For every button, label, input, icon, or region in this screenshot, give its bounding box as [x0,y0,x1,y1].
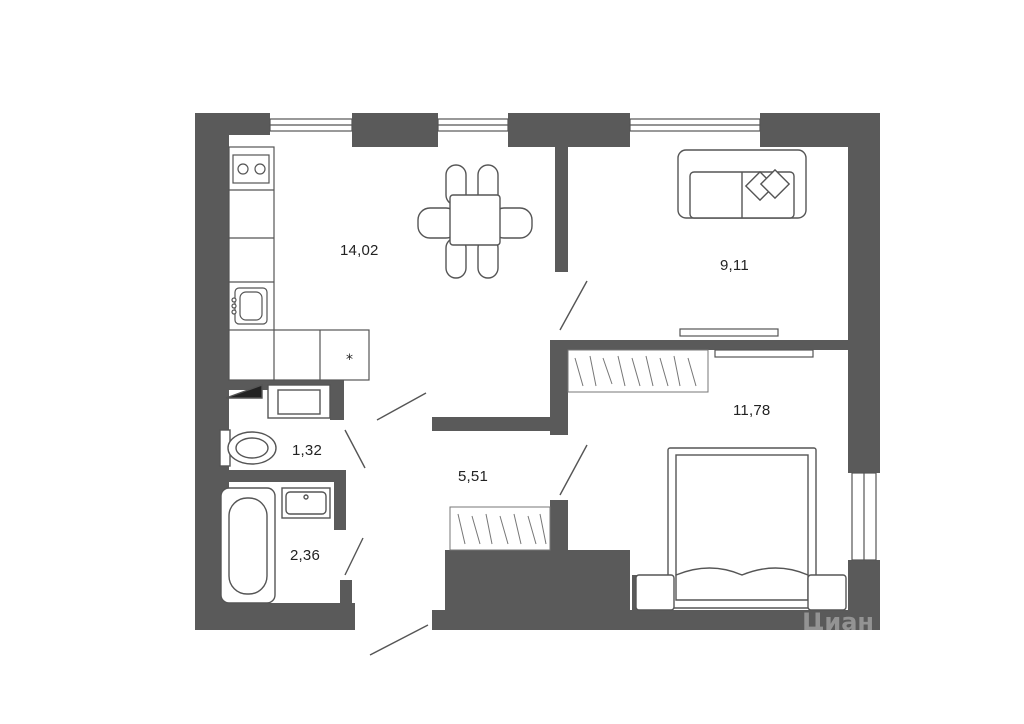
dining-table [417,164,533,279]
kitchen-counter [228,146,370,381]
room-area-kitchen: 14,02 [340,242,379,259]
wardrobes [449,349,709,551]
room-area-bedroom: 11,78 [733,402,771,419]
room-area-living: 9,11 [720,257,749,274]
room-area-hallway: 5,51 [458,468,488,485]
windows [269,118,877,561]
wc-fixtures [219,384,331,467]
room-area-wc: 1,32 [292,442,322,459]
watermark: Циан [802,608,874,636]
sofa [677,149,807,219]
tv-unit [679,328,814,358]
bath-fixtures [220,487,331,604]
bed [635,447,847,611]
fridge-mark: * [346,352,353,368]
doors [344,280,588,656]
room-area-bathroom: 2,36 [290,547,320,564]
